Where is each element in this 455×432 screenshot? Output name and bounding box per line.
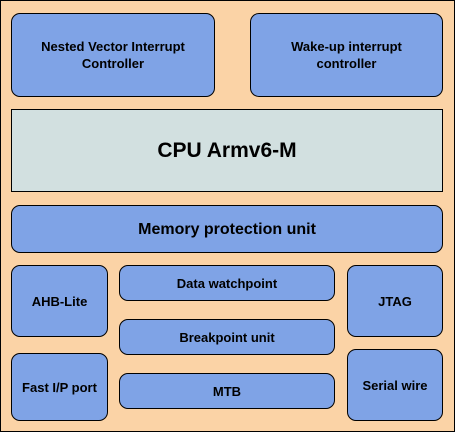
ahb-lite-label: AHB-Lite [31,293,88,309]
wic-label-line1: Wake-up interrupt [291,39,402,54]
nvic-label-line1: Nested Vector Interrupt [41,39,185,54]
mpu-block: Memory protection unit [11,205,443,253]
wic-label-line2: controller [316,56,377,71]
nvic-block: Nested Vector Interrupt Controller [11,13,215,97]
breakpoint-unit-block: Breakpoint unit [119,319,335,355]
serial-wire-label: Serial wire [362,377,428,393]
mpu-label: Memory protection unit [138,220,316,238]
mtb-block: MTB [119,373,335,409]
fast-io-port-block: Fast I/P port [11,353,108,421]
data-watchpoint-block: Data watchpoint [119,265,335,301]
fast-io-port-label: Fast I/P port [22,379,97,395]
breakpoint-unit-label: Breakpoint unit [179,329,275,345]
serial-wire-block: Serial wire [347,349,443,421]
jtag-block: JTAG [347,265,443,337]
data-watchpoint-label: Data watchpoint [176,275,278,291]
mtb-label: MTB [212,383,242,399]
jtag-label: JTAG [378,293,412,309]
wic-block: Wake-up interrupt controller [250,13,443,97]
cpu-block: CPU Armv6-M [11,109,443,192]
ahb-lite-block: AHB-Lite [11,265,108,337]
nvic-label-line2: Controller [81,56,145,71]
cpu-label: CPU Armv6-M [157,139,297,162]
